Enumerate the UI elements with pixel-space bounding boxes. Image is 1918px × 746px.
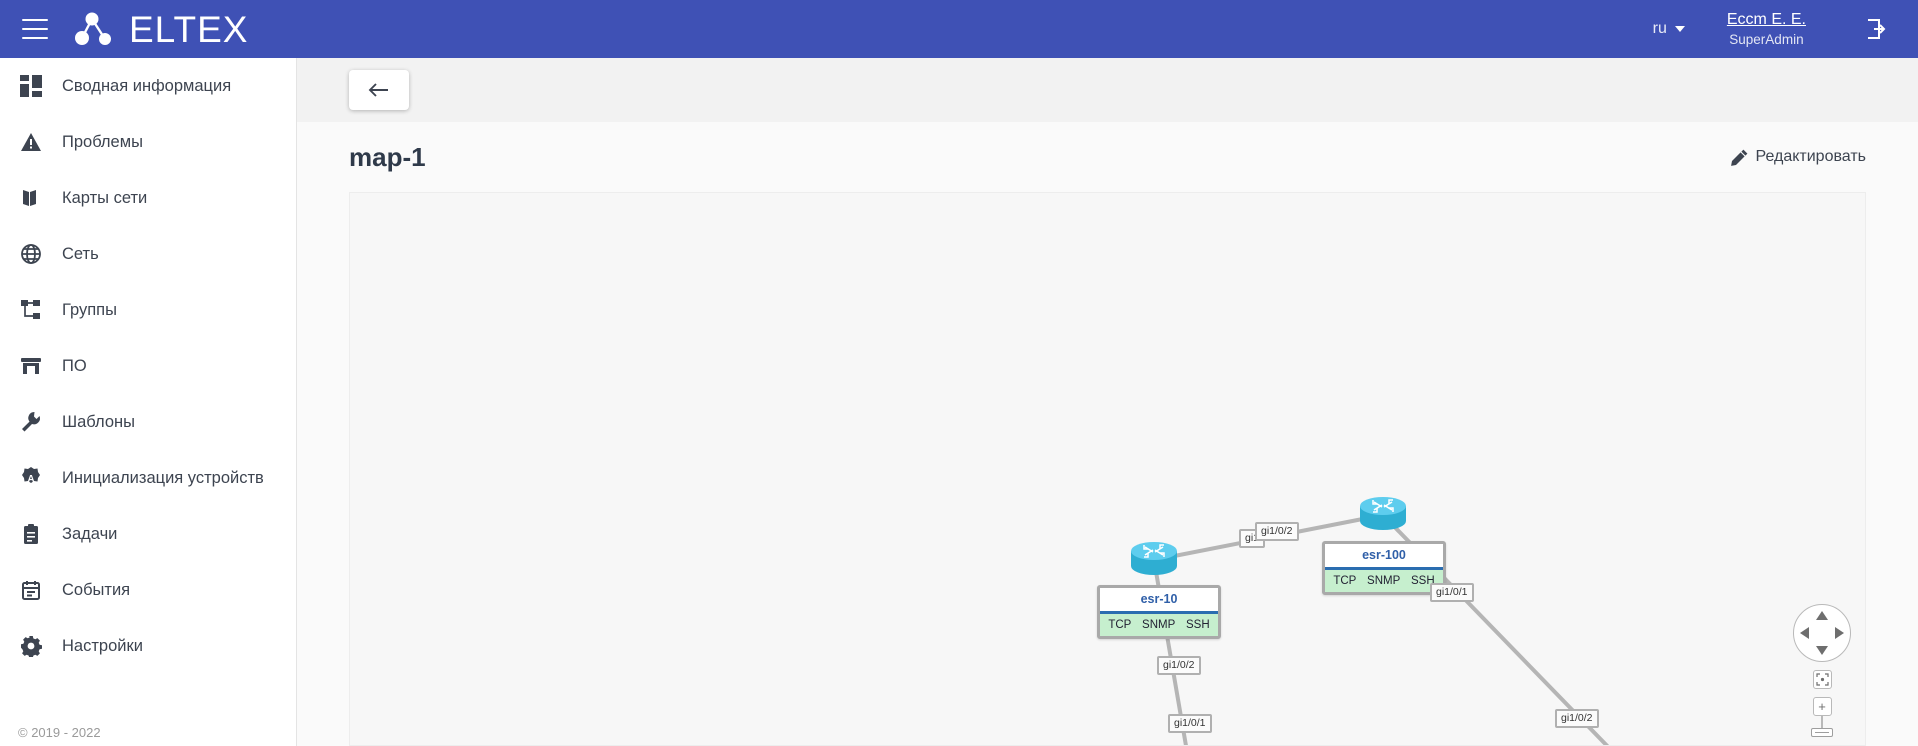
fit-to-screen-icon: [1815, 673, 1829, 686]
sidebar-item-label: Сеть: [62, 244, 99, 263]
node-service-badge: SNMP: [1367, 575, 1401, 587]
node-service-badge: SSH: [1185, 619, 1210, 631]
back-button[interactable]: [349, 70, 409, 110]
user-menu[interactable]: Eccm E. E. SuperAdmin: [1727, 9, 1806, 49]
gear-a-icon: A: [18, 465, 44, 491]
page-toolbar: [297, 58, 1918, 122]
sidebar-item-templates[interactable]: Шаблоны: [0, 394, 296, 450]
arrow-right-icon[interactable]: [1835, 627, 1844, 639]
arrow-left-icon: [368, 83, 388, 97]
router-icon[interactable]: [1355, 493, 1411, 533]
top-bar: ELTEX ru Eccm E. E. SuperAdmin: [0, 0, 1918, 58]
sidebar-item-problems[interactable]: Проблемы: [0, 114, 296, 170]
edge-interface-label[interactable]: gi1/0/2: [1157, 656, 1201, 675]
sidebar-item-label: Шаблоны: [62, 412, 135, 431]
sidebar-item-network-maps[interactable]: Карты сети: [0, 170, 296, 226]
edge-interface-label[interactable]: gi1/0/1: [1168, 714, 1212, 733]
logout-icon[interactable]: [1864, 17, 1888, 41]
pan-control[interactable]: [1793, 604, 1851, 662]
eltex-molecule-icon: [75, 12, 111, 45]
node-name: esr-10: [1100, 588, 1218, 614]
sidebar-item-settings[interactable]: Настройки: [0, 618, 296, 674]
chevron-down-icon: [1674, 26, 1685, 32]
svg-text:A: A: [27, 474, 34, 485]
arrow-left-icon[interactable]: [1800, 627, 1809, 639]
sidebar-item-software[interactable]: ПО: [0, 338, 296, 394]
archive-icon: [18, 353, 44, 379]
sidebar-item-label: Сводная информация: [62, 76, 232, 95]
hamburger-menu-icon[interactable]: [22, 19, 48, 39]
calendar-icon: [18, 577, 44, 603]
sidebar-item-label: Инициализация устройств: [62, 468, 264, 487]
sidebar-item-summary[interactable]: Сводная информация: [0, 58, 296, 114]
map-icon: [18, 185, 44, 211]
edge-interface-label[interactable]: gi1/0/2: [1555, 709, 1599, 728]
edge-interface-label[interactable]: gi1/0/1: [1430, 583, 1474, 602]
settings-gear-icon: [18, 633, 44, 659]
edge-interface-label[interactable]: gi1/0/2: [1255, 522, 1299, 541]
zoom-track[interactable]: [1821, 716, 1823, 728]
node-name: esr-100: [1325, 544, 1443, 570]
sidebar-item-label: Группы: [62, 300, 117, 319]
router-icon[interactable]: [1126, 538, 1182, 578]
brand-logo-block[interactable]: ELTEX: [74, 11, 248, 48]
user-role: SuperAdmin: [1729, 31, 1804, 47]
page-title-row: map-1 Редактировать: [297, 122, 1918, 192]
node-service-badge: TCP: [1333, 575, 1357, 587]
sidebar-item-label: Проблемы: [62, 132, 143, 151]
globe-icon: [18, 241, 44, 267]
language-selector[interactable]: ru: [1653, 20, 1685, 38]
node-service-badge: SSH: [1410, 575, 1435, 587]
wrench-icon: [18, 409, 44, 435]
arrow-up-icon[interactable]: [1816, 611, 1828, 620]
map-controls: +: [1791, 604, 1853, 737]
network-map-canvas[interactable]: esr-100TCPSNMPSSHesr-10TCPSNMPSSHesr-20T…: [349, 192, 1866, 746]
copyright-text: © 2019 - 2022: [18, 725, 101, 740]
arrow-down-icon[interactable]: [1816, 646, 1828, 655]
brand-name: ELTEX: [129, 8, 249, 50]
sidebar-item-events[interactable]: События: [0, 562, 296, 618]
sidebar-item-label: Задачи: [62, 524, 118, 543]
sidebar-item-device-init[interactable]: A Инициализация устройств: [0, 450, 296, 506]
zoom-thumb[interactable]: [1811, 728, 1833, 737]
topbar-right-group: ru Eccm E. E. SuperAdmin: [1653, 0, 1918, 58]
sidebar-item-label: ПО: [62, 356, 87, 375]
sidebar-item-tasks[interactable]: Задачи: [0, 506, 296, 562]
user-name[interactable]: Eccm E. E.: [1726, 11, 1806, 29]
node-service-badge: SNMP: [1142, 619, 1176, 631]
pencil-icon: [1731, 149, 1748, 166]
language-value: ru: [1652, 20, 1667, 37]
sidebar-item-network[interactable]: Сеть: [0, 226, 296, 282]
sidebar-item-groups[interactable]: Группы: [0, 282, 296, 338]
clipboard-icon: [18, 521, 44, 547]
sidebar-item-label: Карты сети: [62, 188, 148, 207]
edit-button[interactable]: Редактировать: [1731, 148, 1866, 166]
warning-icon: [18, 129, 44, 155]
edit-button-label: Редактировать: [1755, 148, 1866, 165]
topology-links: [1152, 513, 1610, 745]
sidebar: Сводная информация Проблемы Карты сети: [0, 58, 297, 746]
node-service-badge: TCP: [1108, 619, 1132, 631]
zoom-slider[interactable]: +: [1791, 697, 1853, 737]
zoom-in-button[interactable]: +: [1812, 697, 1832, 716]
page-title: map-1: [349, 141, 426, 172]
fit-to-screen-button[interactable]: [1812, 670, 1832, 689]
sidebar-item-label: События: [62, 580, 131, 599]
map-area: esr-100TCPSNMPSSHesr-10TCPSNMPSSHesr-20T…: [297, 192, 1918, 746]
node-services: TCP SNMP SSH: [1325, 570, 1443, 592]
sitemap-icon: [18, 297, 44, 323]
sidebar-item-label: Настройки: [62, 636, 143, 655]
dashboard-icon: [18, 73, 44, 99]
node-services: TCP SNMP SSH: [1100, 614, 1218, 636]
